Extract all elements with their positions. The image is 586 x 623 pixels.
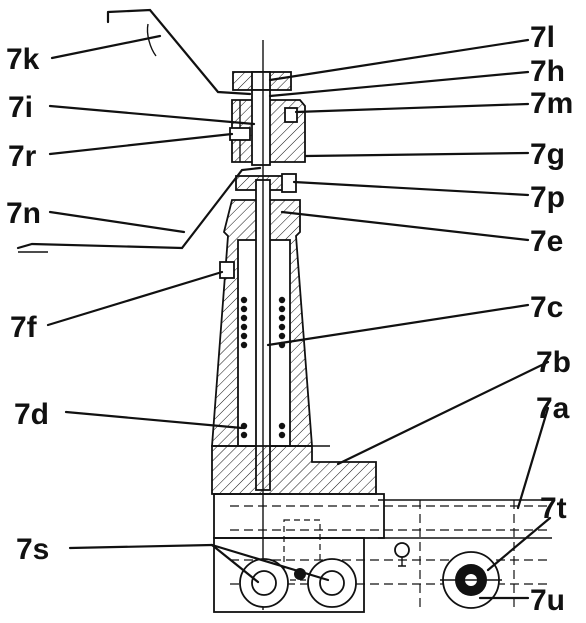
spring-coil: [240, 323, 248, 331]
label-7f: 7f: [10, 311, 38, 344]
label-7k: 7k: [6, 43, 40, 76]
spring-coil: [240, 431, 248, 439]
roller-right: [307, 558, 357, 608]
label-7a: 7a: [536, 392, 570, 425]
spring-coil: [240, 341, 248, 349]
label-7t: 7t: [540, 492, 567, 525]
label-7c: 7c: [530, 291, 563, 324]
spring-coil: [278, 314, 286, 322]
collar-7f: [219, 261, 235, 279]
label-7h: 7h: [530, 55, 565, 88]
label-7p: 7p: [530, 181, 565, 214]
spring-coil: [278, 422, 286, 430]
upper-hub: [231, 89, 306, 166]
spring-coil: [278, 323, 286, 331]
label-7u: 7u: [530, 584, 565, 617]
spring-coil: [240, 305, 248, 313]
label-7i: 7i: [8, 91, 33, 124]
label-7n: 7n: [6, 197, 41, 230]
label-7e: 7e: [530, 225, 563, 258]
part-labels: 7k 7l 7h 7i 7m 7r 7g 7p 7n 7e 7f 7c 7b 7…: [6, 21, 573, 617]
label-7b: 7b: [536, 346, 571, 379]
spring-coil: [240, 332, 248, 340]
label-7m: 7m: [530, 87, 573, 120]
leader-lines: [46, 34, 552, 600]
spring-coil: [278, 332, 286, 340]
roller-left: [239, 558, 289, 608]
spring-coil: [278, 296, 286, 304]
label-7r: 7r: [8, 140, 37, 173]
label-7d: 7d: [14, 398, 49, 431]
spring-coil: [278, 305, 286, 313]
lever-7k: [106, 8, 252, 96]
spring-coil: [278, 431, 286, 439]
base-flange: [211, 445, 377, 495]
top-cap: [232, 71, 292, 91]
label-7l: 7l: [530, 21, 555, 54]
spring-coil: [240, 296, 248, 304]
spring-7d: [240, 296, 286, 439]
lever-7n: [16, 166, 262, 253]
label-7g: 7g: [530, 138, 565, 171]
key-fitting: [394, 542, 410, 567]
spring-coil: [240, 314, 248, 322]
wheel-7t: [440, 551, 502, 609]
label-7s: 7s: [16, 533, 49, 566]
shaft-7c: [255, 40, 271, 610]
